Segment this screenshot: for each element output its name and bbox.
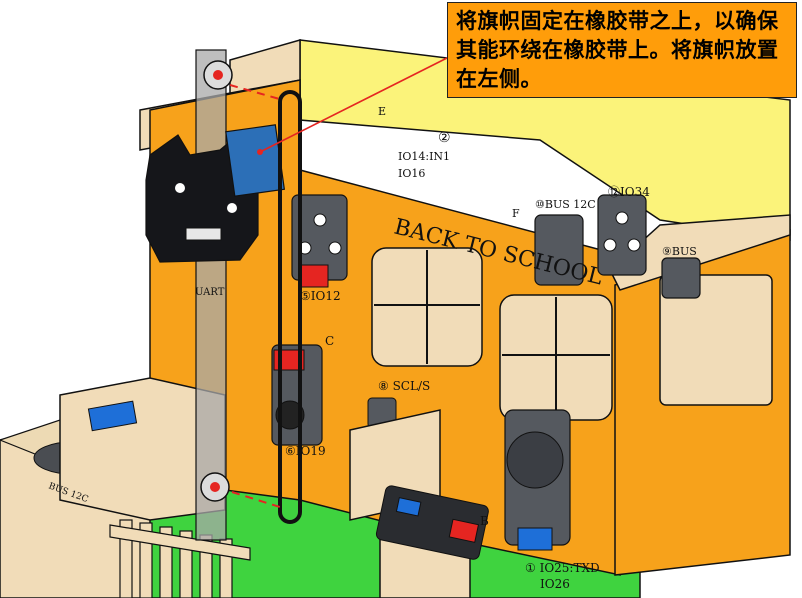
label-io34: ⑫IO34 xyxy=(608,185,650,199)
label-io19: ⑥IO19 xyxy=(285,444,326,458)
blue-terminal xyxy=(87,400,138,432)
label-bus-right: ⑨BUS xyxy=(662,245,697,258)
callout-leader-line xyxy=(259,57,448,153)
blue-connector-io25 xyxy=(517,527,553,551)
label-e: E xyxy=(378,105,386,118)
callout-text: 将旗帜固定在橡胶带之上，以确保其能环绕在橡胶带上。将旗帜放置在左侧。 xyxy=(456,9,779,91)
label-io26: IO26 xyxy=(540,577,570,591)
right-wood-edge xyxy=(609,214,791,291)
module-io34 xyxy=(597,194,647,276)
red-connector-io12 xyxy=(299,264,329,288)
label-n2: ② xyxy=(438,130,451,146)
blue-flag-tag xyxy=(225,124,286,197)
wood-fence xyxy=(109,519,251,598)
label-f: F xyxy=(512,207,520,220)
label-io12: ⑤IO12 xyxy=(300,289,341,303)
label-io14: IO14:IN1 xyxy=(398,150,450,163)
label-scl: ⑧ SCL/S xyxy=(378,379,430,393)
label-io16: IO16 xyxy=(398,167,425,180)
label-c: C xyxy=(325,334,334,348)
label-b: B xyxy=(480,514,489,528)
module-right xyxy=(661,257,701,299)
label-uart: UART xyxy=(195,287,225,298)
module-bus12c xyxy=(534,214,584,286)
label-io25: ① IO25:TXD xyxy=(525,561,600,575)
instruction-callout: 将旗帜固定在橡胶带之上，以确保其能环绕在橡胶带上。将旗帜放置在左侧。 xyxy=(447,2,797,98)
window-right xyxy=(659,274,773,406)
label-bus12c-top: ⑩BUS 12C xyxy=(535,198,596,211)
flagpole xyxy=(195,49,227,541)
rubber-band-loop xyxy=(278,90,302,524)
